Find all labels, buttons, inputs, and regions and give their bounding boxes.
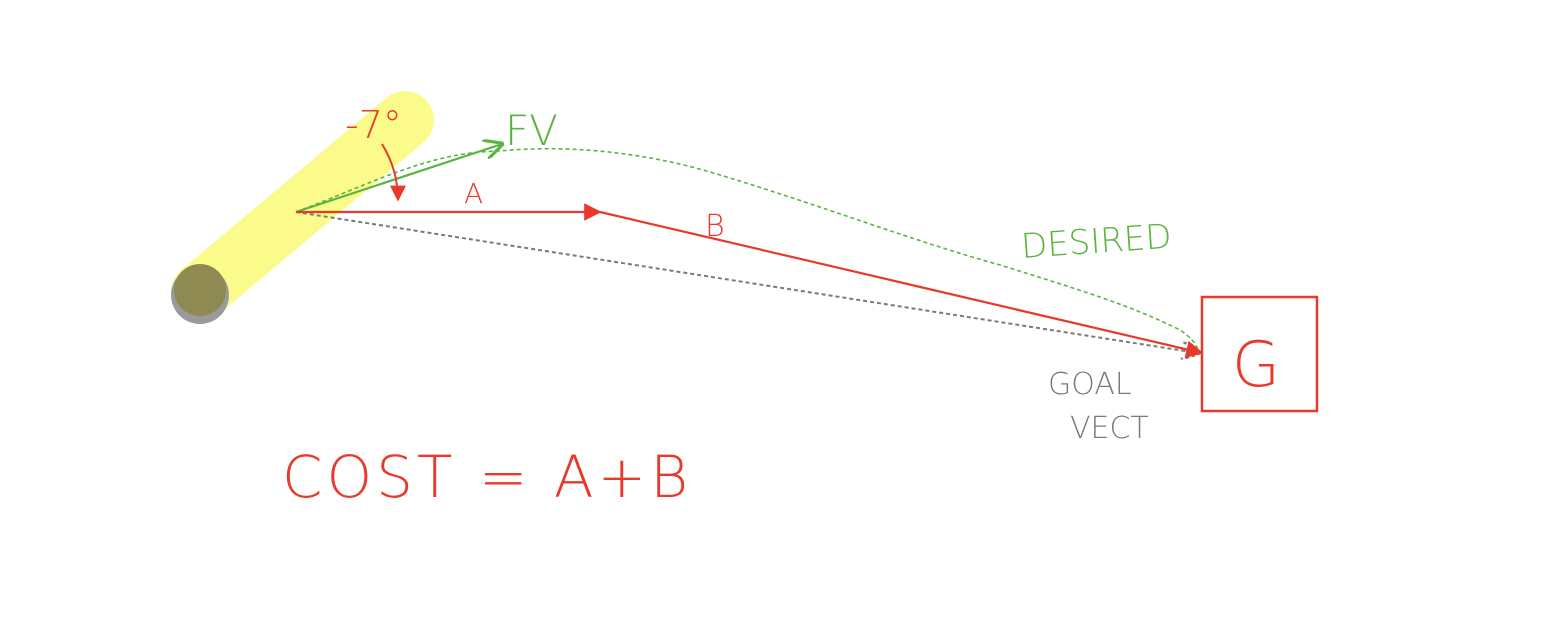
- segment-a-label: A: [464, 177, 483, 210]
- fv-label: FV: [505, 106, 558, 155]
- goal-vect-label-line1: GOAL: [1048, 367, 1132, 402]
- goal-vector-arrow: [295, 211, 1198, 353]
- robot-highlight: [171, 91, 434, 321]
- goal-box: [1200, 295, 1319, 413]
- robot-marker: [171, 264, 229, 324]
- cost-formula: COST = A+B: [282, 443, 692, 511]
- desired-path: [295, 147, 1199, 351]
- desired-label: DESIRED: [1020, 217, 1173, 267]
- angle-label: -7°: [345, 103, 402, 147]
- goal-vect-label-line2: VECT: [1070, 411, 1149, 446]
- angle-arrow: [381, 143, 406, 202]
- segment-b-arrow: [599, 210, 1204, 358]
- forward-vector-arrow: [295, 144, 502, 214]
- goal-label: G: [1232, 328, 1280, 401]
- segment-b-label: B: [705, 209, 725, 244]
